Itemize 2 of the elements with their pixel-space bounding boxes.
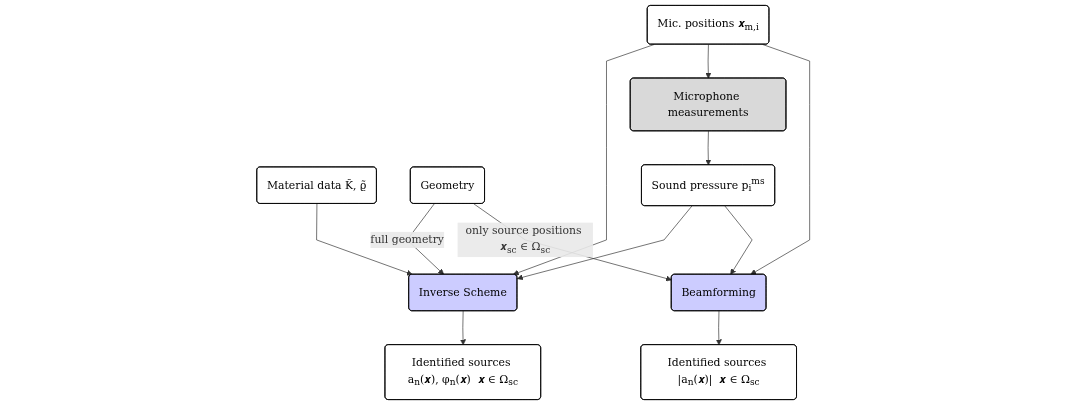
- edge-label: only source positions 𝒙$_{sc}$ ∈ Ω$_{sc}$: [465, 223, 582, 256]
- edge-label: full geometry: [370, 233, 444, 247]
